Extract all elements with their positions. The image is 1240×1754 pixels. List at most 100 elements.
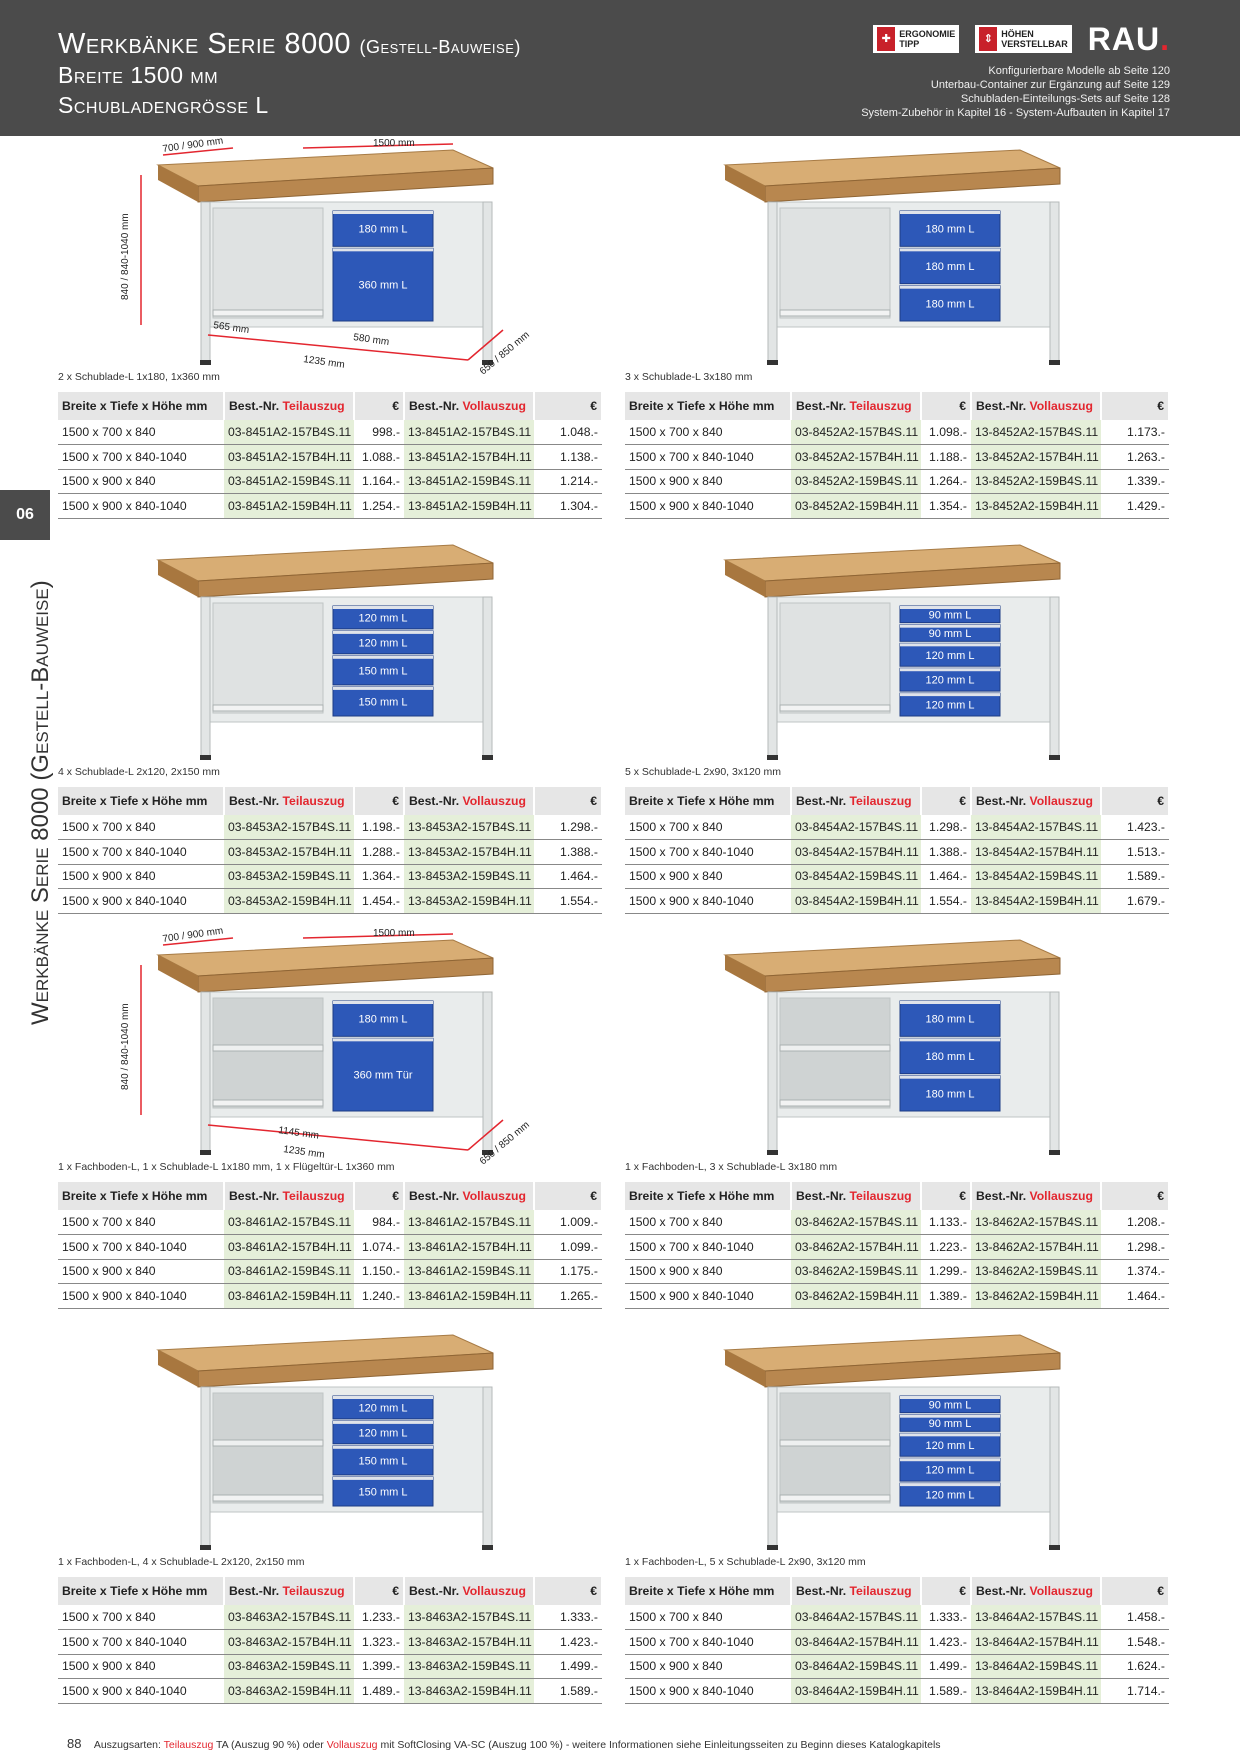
table-row: 1500 x 900 x 840-1040 03-8462A2-159B4H.1… bbox=[625, 1283, 1169, 1309]
teil-article-cell: 03-8462A2-157B4S.11 bbox=[791, 1210, 921, 1235]
price-table: Breite x Tiefe x Höhe mm Best.-Nr. Teila… bbox=[625, 1182, 1170, 1309]
drawer-label: 180 mm L bbox=[926, 1051, 975, 1063]
voll-article-cell: 13-8464A2-159B4S.11 bbox=[971, 1654, 1101, 1679]
teil-price-cell: 1.188.- bbox=[921, 444, 971, 470]
voll-price-cell: 1.214.- bbox=[534, 469, 602, 494]
teil-price-cell: 1.240.- bbox=[354, 1283, 404, 1309]
drawer-handle bbox=[900, 1458, 1000, 1462]
table-row: 1500 x 900 x 840 03-8462A2-159B4S.11 1.2… bbox=[625, 1259, 1169, 1284]
drawer-front bbox=[899, 1457, 1001, 1482]
voll-price-cell: 1.339.- bbox=[1101, 469, 1169, 494]
drawer-handle bbox=[333, 1445, 433, 1449]
dimension-label: 840 / 840-1040 mm bbox=[120, 213, 131, 300]
price-table: Breite x Tiefe x Höhe mm Best.-Nr. Teila… bbox=[625, 1577, 1170, 1704]
voll-price-cell: 1.679.- bbox=[1101, 888, 1169, 914]
drawer-handle bbox=[900, 1075, 1000, 1079]
table-row: 1500 x 900 x 840 03-8453A2-159B4S.11 1.3… bbox=[58, 864, 602, 889]
leg bbox=[1049, 596, 1060, 758]
drawer-front bbox=[332, 247, 434, 322]
voll-article-cell: 13-8452A2-157B4S.11 bbox=[971, 420, 1101, 445]
drawer-label: 120 mm L bbox=[926, 1490, 975, 1502]
size-cell: 1500 x 900 x 840 bbox=[58, 1654, 224, 1679]
col-voll: Best.-Nr. Vollauszug bbox=[971, 787, 1102, 815]
col-teil: Best.-Nr. Teilauszug bbox=[791, 1577, 922, 1605]
size-cell: 1500 x 900 x 840-1040 bbox=[625, 1283, 791, 1309]
col-size: Breite x Tiefe x Höhe mm bbox=[625, 787, 792, 815]
col-teil: Best.-Nr. Teilauszug bbox=[224, 1577, 355, 1605]
voll-article-cell: 13-8463A2-159B4H.11 bbox=[404, 1678, 534, 1704]
drawer-handle bbox=[333, 630, 433, 634]
teil-price-cell: 1.399.- bbox=[354, 1654, 404, 1679]
dimension-label: 1235 mm bbox=[303, 354, 346, 371]
product-caption: 1 x Fachboden-L, 5 x Schublade-L 2x90, 3… bbox=[625, 1556, 866, 1568]
voll-price-cell: 1.429.- bbox=[1101, 493, 1169, 519]
drawer-front bbox=[899, 1037, 1001, 1075]
teil-article-cell: 03-8453A2-157B4S.11 bbox=[224, 815, 354, 840]
dimension-line bbox=[467, 329, 504, 361]
drawer-label: 150 mm L bbox=[359, 696, 408, 708]
drawer-label: 90 mm L bbox=[929, 1399, 972, 1411]
teil-price-cell: 1.088.- bbox=[354, 444, 404, 470]
teil-article-cell: 03-8462A2-159B4S.11 bbox=[791, 1259, 921, 1284]
voll-price-cell: 1.589.- bbox=[1101, 864, 1169, 889]
dimension-label: 565 mm bbox=[213, 320, 250, 336]
chapter-vertical-title: Werkbänke Serie 8000 (Gestell-Bauweise) bbox=[27, 580, 54, 1025]
teil-price-cell: 1.198.- bbox=[354, 815, 404, 840]
drawer-handle bbox=[900, 693, 1000, 697]
drawer-label: 90 mm L bbox=[929, 609, 972, 621]
table-row: 1500 x 900 x 840 03-8451A2-159B4S.11 1.1… bbox=[58, 469, 602, 494]
leg bbox=[767, 1386, 778, 1548]
teil-price-cell: 1.098.- bbox=[921, 420, 971, 445]
leg-foot bbox=[1049, 1545, 1060, 1550]
leg-foot bbox=[482, 360, 493, 365]
teil-price-cell: 1.150.- bbox=[354, 1259, 404, 1284]
teil-price-cell: 1.299.- bbox=[921, 1259, 971, 1284]
drawer-label: 180 mm L bbox=[926, 224, 975, 236]
col-teil: Best.-Nr. Teilauszug bbox=[791, 787, 922, 815]
drawer-handle bbox=[333, 1476, 433, 1480]
col-size: Breite x Tiefe x Höhe mm bbox=[58, 1577, 225, 1605]
teil-article-cell: 03-8464A2-157B4S.11 bbox=[791, 1605, 921, 1630]
voll-article-cell: 13-8462A2-159B4H.11 bbox=[971, 1283, 1101, 1309]
worktop-side bbox=[158, 1350, 198, 1387]
table-row: 1500 x 700 x 840-1040 03-8461A2-157B4H.1… bbox=[58, 1234, 602, 1260]
page-title: Werkbänke Serie 8000 (Gestell-Bauweise) bbox=[58, 28, 521, 60]
col-size: Breite x Tiefe x Höhe mm bbox=[625, 1577, 792, 1605]
voll-price-cell: 1.173.- bbox=[1101, 420, 1169, 445]
leg-foot bbox=[482, 1150, 493, 1155]
teil-price-cell: 984.- bbox=[354, 1210, 404, 1235]
col-voll-price: € bbox=[1101, 1182, 1170, 1210]
table-row: 1500 x 700 x 840 03-8462A2-157B4S.11 1.1… bbox=[625, 1210, 1169, 1235]
col-voll: Best.-Nr. Vollauszug bbox=[971, 1182, 1102, 1210]
drawer-handle bbox=[900, 606, 1000, 609]
voll-article-cell: 13-8462A2-159B4S.11 bbox=[971, 1259, 1101, 1284]
teil-article-cell: 03-8462A2-159B4H.11 bbox=[791, 1283, 921, 1309]
size-cell: 1500 x 700 x 840-1040 bbox=[58, 1234, 224, 1260]
size-cell: 1500 x 700 x 840 bbox=[58, 1605, 224, 1630]
col-teil-price: € bbox=[354, 1182, 405, 1210]
teil-price-cell: 1.074.- bbox=[354, 1234, 404, 1260]
price-table: Breite x Tiefe x Höhe mm Best.-Nr. Teila… bbox=[58, 787, 603, 914]
leg bbox=[482, 201, 493, 363]
col-voll-price: € bbox=[1101, 1577, 1170, 1605]
teil-article-cell: 03-8464A2-159B4H.11 bbox=[791, 1678, 921, 1704]
drawer-label: 120 mm L bbox=[926, 650, 975, 662]
col-teil-price: € bbox=[921, 392, 972, 420]
leg-foot bbox=[200, 360, 211, 365]
teil-price-cell: 1.489.- bbox=[354, 1678, 404, 1704]
table-row: 1500 x 700 x 840-1040 03-8453A2-157B4H.1… bbox=[58, 839, 602, 865]
drawer-label: 120 mm L bbox=[926, 1440, 975, 1452]
voll-price-cell: 1.374.- bbox=[1101, 1259, 1169, 1284]
size-cell: 1500 x 900 x 840-1040 bbox=[58, 888, 224, 914]
ergonomie-icon: ✚ bbox=[877, 27, 896, 51]
voll-article-cell: 13-8463A2-159B4S.11 bbox=[404, 1654, 534, 1679]
drawer-handle bbox=[900, 1396, 1000, 1399]
leg bbox=[1049, 201, 1060, 363]
table-row: 1500 x 900 x 840-1040 03-8464A2-159B4H.1… bbox=[625, 1678, 1169, 1704]
col-teil: Best.-Nr. Teilauszug bbox=[224, 787, 355, 815]
